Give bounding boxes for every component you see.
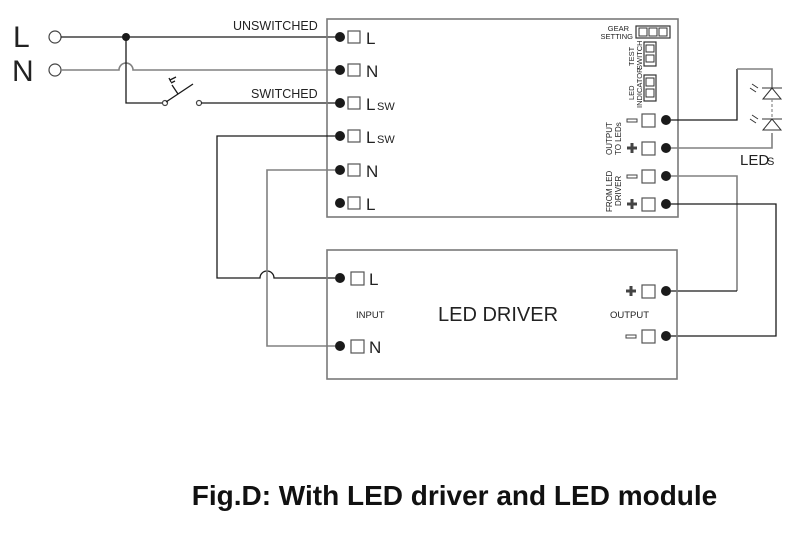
svg-text:N: N <box>366 62 378 81</box>
controller-left-terminals: L N L SW L SW N L <box>335 29 395 214</box>
from-driver-positive[interactable] <box>627 197 671 212</box>
mains-line-label: L <box>13 21 30 54</box>
svg-text:L: L <box>366 128 375 147</box>
switch-actuator-icon <box>168 76 179 95</box>
output-to-leds-negative[interactable] <box>626 113 671 128</box>
output-to-leds-positive[interactable] <box>627 141 671 156</box>
mains-neutral-label: N <box>12 55 34 88</box>
svg-text:SW: SW <box>377 101 395 113</box>
controller-terminal-Lsw-in[interactable]: L SW <box>335 95 395 114</box>
mains-line-terminal <box>48 30 62 44</box>
wire-neutral <box>61 62 340 71</box>
wire-driver-to-ctrl-neg <box>671 175 738 291</box>
gear-setting-label-2: SETTING <box>600 32 633 41</box>
svg-text:N: N <box>366 162 378 181</box>
led-indicator-jumper[interactable] <box>643 74 657 102</box>
wire-led-positive <box>671 133 773 149</box>
led-driver-box <box>326 249 678 380</box>
output-to-leds-label-1: OUTPUT <box>605 122 614 155</box>
wire-n-to-driver-N <box>266 169 335 347</box>
svg-text:L: L <box>366 195 375 214</box>
wire-driver-neg-out <box>671 203 777 337</box>
controller-terminal-L[interactable]: L <box>335 29 375 48</box>
wire-lsw-to-driver-L <box>216 135 335 279</box>
from-led-driver-label-2: DRIVER <box>614 176 623 206</box>
test-switch-label-2: SWITCH <box>635 40 644 70</box>
mains-neutral-terminal <box>48 63 62 77</box>
controller-terminal-N[interactable]: N <box>335 62 378 81</box>
wire-led-top <box>737 68 773 88</box>
wire-led-negative <box>671 69 738 121</box>
led-indicator-label-2: INDICATOR <box>635 67 644 108</box>
led-indicator-label-1: LED <box>627 85 636 100</box>
led-diode-icon <box>749 83 783 100</box>
svg-text:L: L <box>366 29 375 48</box>
driver-title: LED DRIVER <box>438 304 558 326</box>
test-switch-jumper[interactable] <box>643 41 657 67</box>
leds-label: LED <box>740 152 769 169</box>
test-switch-label-1: TEST <box>627 46 636 66</box>
svg-text:N: N <box>369 338 381 357</box>
svg-text:SW: SW <box>377 134 395 146</box>
controller-module <box>326 18 679 218</box>
driver-output-positive[interactable] <box>626 284 671 299</box>
figure-caption: Fig.D: With LED driver and LED module <box>191 480 718 511</box>
from-driver-negative[interactable] <box>626 169 671 184</box>
wire-to-switch <box>125 37 163 104</box>
svg-text:L: L <box>366 95 375 114</box>
unswitched-label: UNSWITCHED <box>233 19 318 33</box>
output-to-leds-label-2: TO LEDs <box>614 122 623 155</box>
gear-setting-label-1: GEAR <box>608 24 630 33</box>
controller-terminal-Lsw-out[interactable]: L SW <box>335 128 395 147</box>
switch-lever <box>165 83 194 103</box>
driver-output-negative[interactable] <box>625 329 671 344</box>
from-led-driver-label-1: FROM LED <box>605 170 614 212</box>
driver-input-N[interactable]: N <box>335 338 381 357</box>
leds-label-sub: S <box>767 156 774 168</box>
switch-contact-b <box>195 99 203 107</box>
driver-input-label: INPUT <box>356 310 385 321</box>
driver-input-L[interactable]: L <box>335 270 378 289</box>
switched-label: SWITCHED <box>251 87 318 101</box>
gear-setting-jumper[interactable] <box>635 25 671 39</box>
svg-text:L: L <box>369 270 378 289</box>
driver-output-label: OUTPUT <box>610 310 649 321</box>
controller-terminal-N-out[interactable]: N <box>335 162 378 181</box>
controller-right-terminals <box>626 113 671 212</box>
controller-terminal-L-out[interactable]: L <box>335 195 375 214</box>
led-diode-icon <box>749 114 783 131</box>
